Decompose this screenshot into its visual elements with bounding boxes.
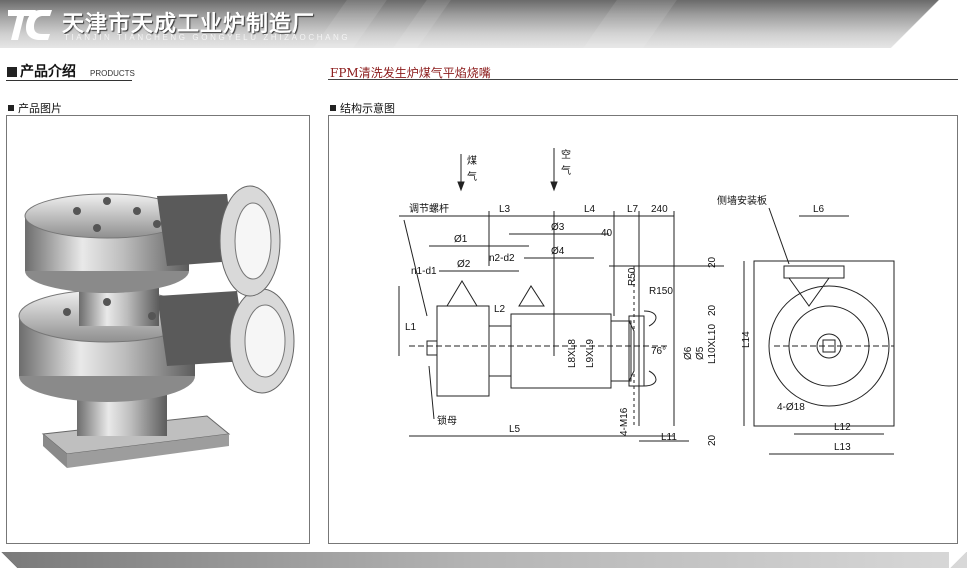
title-divider <box>328 79 958 80</box>
company-pinyin: TIANJIN TIANCHENG GONGYELU ZHIZAOCHANG <box>64 33 351 42</box>
air-inlet-char2: 气 <box>561 164 571 177</box>
product-photo-panel <box>6 115 310 544</box>
footer-corner <box>949 552 967 568</box>
dim-L10: L10XL10 <box>707 324 718 364</box>
footer-corner <box>0 552 18 568</box>
dim-n1-d1: n1-d1 <box>411 266 437 277</box>
dim-phi1: Ø1 <box>454 234 468 245</box>
right-panel-label-text: 结构示意图 <box>340 102 395 115</box>
dim-4-phi18: 4-Ø18 <box>777 402 805 413</box>
dim-phi2: Ø2 <box>457 259 471 270</box>
company-name: 天津市天成工业炉制造厂 <box>62 12 316 37</box>
section-title-cn: 产品介绍 <box>20 64 76 80</box>
section-title-en: PRODUCTS <box>90 69 135 78</box>
left-panel-label-text: 产品图片 <box>18 102 62 115</box>
product-photo <box>18 185 295 468</box>
dim-R150: R150 <box>649 286 673 297</box>
dim-20-top: 20 <box>707 256 718 268</box>
square-bullet-icon <box>8 105 14 111</box>
gas-inlet-char2: 气 <box>467 170 477 183</box>
rod-label: 调节螺杆 <box>409 203 449 215</box>
dim-phi6: Ø6 <box>683 346 694 360</box>
dim-L12: L12 <box>834 422 851 433</box>
dim-40: 40 <box>601 228 613 239</box>
square-bullet-icon <box>330 105 336 111</box>
header-banner: 天津市天成工业炉制造厂 TIANJIN TIANCHENG GONGYELU Z… <box>0 0 967 48</box>
dim-phi4: Ø4 <box>551 246 565 257</box>
banner-corner <box>887 0 967 48</box>
dim-240: 240 <box>651 204 668 215</box>
structure-diagram-panel: 煤 气 空 气 L3 L4 L7 240 调节螺杆 Ø1 Ø2 Ø3 Ø4 40… <box>328 115 958 544</box>
footer-bar <box>0 552 967 568</box>
dim-20-mid: 20 <box>707 304 718 316</box>
left-panel-label: 产品图片 <box>8 100 62 116</box>
dim-R50: R50 <box>627 267 638 286</box>
dim-L2: L2 <box>494 304 506 315</box>
dim-L11: L11 <box>661 432 677 443</box>
dim-L9: L9XL9 <box>585 339 596 368</box>
dim-n2-d2: n2-d2 <box>489 253 515 264</box>
dim-L4: L4 <box>584 204 596 215</box>
dim-4-M16: 4-M16 <box>619 407 630 436</box>
dim-phi5: Ø5 <box>695 346 706 360</box>
nut-label: 锁母 <box>437 414 457 427</box>
tc-logo-icon <box>8 10 52 40</box>
dim-L7: L7 <box>627 204 639 215</box>
square-bullet-icon <box>7 67 17 77</box>
structure-diagram: 煤 气 空 气 L3 L4 L7 240 调节螺杆 Ø1 Ø2 Ø3 Ø4 40… <box>398 148 895 455</box>
dim-L3: L3 <box>499 204 511 215</box>
dim-L14: L14 <box>741 331 752 348</box>
dim-20-bottom: 20 <box>707 434 718 446</box>
banner-stripe <box>393 0 451 48</box>
air-inlet-char1: 空 <box>561 148 571 161</box>
section-heading: 产品介绍 PRODUCTS <box>6 60 135 81</box>
dim-phi3: Ø3 <box>551 222 565 233</box>
wall-plate-label: 侧墙安装板 <box>717 194 767 207</box>
product-title: FPM清洗发生炉煤气平焰烧嘴 <box>330 66 491 80</box>
banner-stripe <box>583 0 677 48</box>
dim-L13: L13 <box>834 442 851 453</box>
dim-L8: L8XL8 <box>567 339 578 368</box>
dim-L1: L1 <box>405 322 417 333</box>
right-panel-label: 结构示意图 <box>330 100 395 116</box>
dim-76: 76° <box>651 346 666 357</box>
dim-L5: L5 <box>509 424 521 435</box>
gas-inlet-char1: 煤 <box>467 154 477 167</box>
dim-L6: L6 <box>813 204 825 215</box>
